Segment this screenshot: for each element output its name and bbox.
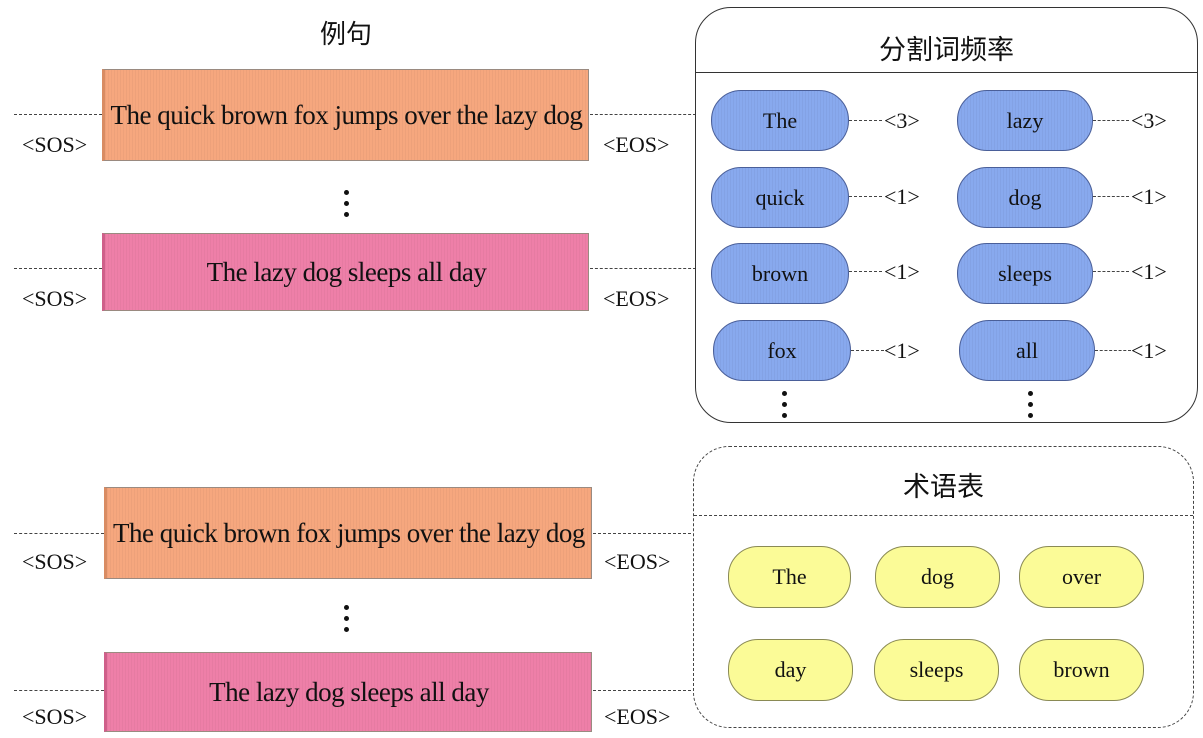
sos-tag: <SOS> [22, 549, 88, 574]
ellipsis-vertical [344, 605, 350, 638]
sos-connector [14, 268, 102, 269]
word-pill: all [959, 320, 1095, 381]
sos-tag: <SOS> [22, 132, 88, 157]
panel-divider [696, 72, 1197, 73]
word-frequency-title: 分割词频率 [879, 35, 1014, 65]
term-pill: brown [1019, 639, 1144, 701]
count-connector [1093, 120, 1129, 121]
eos-tag: <EOS> [603, 286, 670, 311]
word-count: <1> [884, 259, 920, 284]
sentence-box-1: The quick brown fox jumps over the lazy … [102, 69, 589, 161]
eos-tag: <EOS> [604, 549, 671, 574]
word-count: <1> [1131, 184, 1167, 209]
ellipsis-vertical [1028, 391, 1034, 424]
count-connector [849, 196, 882, 197]
word-count: <1> [884, 184, 920, 209]
word-pill: lazy [957, 90, 1093, 151]
word-pill: dog [957, 167, 1093, 228]
count-connector [1095, 350, 1131, 351]
eos-connector [590, 268, 696, 269]
count-connector [1093, 271, 1129, 272]
ellipsis-vertical [782, 391, 788, 424]
word-count: <1> [884, 338, 920, 363]
term-pill: over [1019, 546, 1144, 608]
sos-connector [14, 533, 104, 534]
word-pill: brown [711, 243, 849, 304]
term-pill: day [728, 639, 853, 701]
eos-connector [593, 690, 696, 691]
example-sentences-title: 例句 [319, 20, 372, 49]
word-pill: sleeps [957, 243, 1093, 304]
eos-tag: <EOS> [603, 132, 670, 157]
term-list-title: 术语表 [903, 472, 984, 502]
word-count: <3> [1131, 108, 1167, 133]
eos-connector [590, 114, 696, 115]
word-pill: quick [711, 167, 849, 228]
word-pill: fox [713, 320, 851, 381]
count-connector [851, 350, 884, 351]
term-pill: sleeps [874, 639, 999, 701]
sentence-box-4: The lazy dog sleeps all day [104, 652, 592, 732]
sentence-box-2: The lazy dog sleeps all day [102, 233, 589, 311]
word-pill: The [711, 90, 849, 151]
count-connector [849, 271, 882, 272]
count-connector [849, 120, 882, 121]
term-pill: dog [875, 546, 1000, 608]
word-count: <1> [1131, 338, 1167, 363]
sentence-box-3: The quick brown fox jumps over the lazy … [104, 487, 592, 579]
sos-connector [14, 114, 102, 115]
panel-divider [694, 515, 1193, 516]
ellipsis-vertical [344, 190, 350, 223]
word-count: <3> [884, 108, 920, 133]
eos-connector [593, 533, 696, 534]
term-pill: The [728, 546, 851, 608]
sos-tag: <SOS> [22, 704, 88, 729]
count-connector [1093, 196, 1129, 197]
sos-tag: <SOS> [22, 286, 88, 311]
eos-tag: <EOS> [604, 704, 671, 729]
word-count: <1> [1131, 259, 1167, 284]
sos-connector [14, 690, 104, 691]
